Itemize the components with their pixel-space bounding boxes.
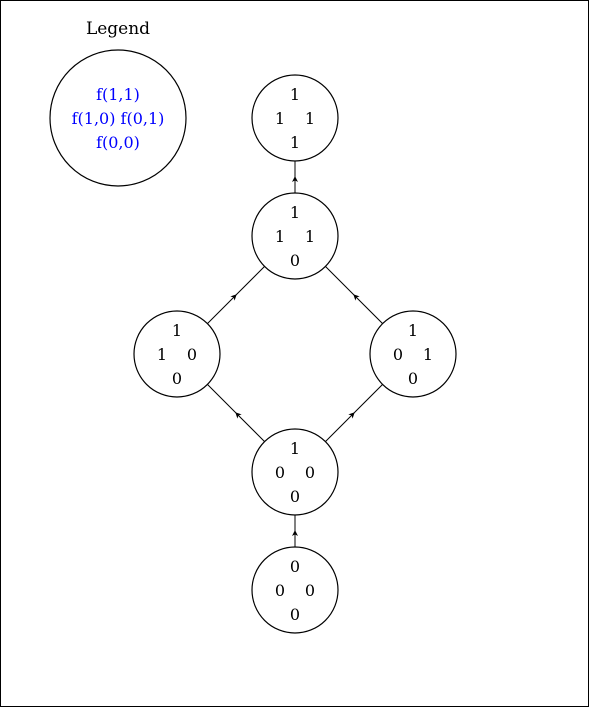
edge-n1010-n1110 <box>325 266 383 324</box>
node-circle <box>369 310 457 398</box>
edge-line <box>235 266 265 296</box>
node-value-top: 0 <box>290 557 300 576</box>
node-value-bottom: 1 <box>290 133 300 152</box>
node-value-left: 1 <box>275 109 285 128</box>
node-circle <box>251 546 339 634</box>
edge-line <box>207 384 237 414</box>
node-value-left: 0 <box>275 463 285 482</box>
node-circle <box>251 192 339 280</box>
node-value-right: 1 <box>305 109 315 128</box>
node-value-top: 1 <box>290 439 300 458</box>
edge-line <box>353 384 383 414</box>
node-circle <box>251 428 339 516</box>
legend-title: Legend <box>86 19 150 39</box>
node-value-right: 0 <box>305 463 315 482</box>
node-value-bottom: 0 <box>408 369 418 388</box>
legend-line-top: f(1,1) <box>96 85 140 104</box>
node-circle <box>133 310 221 398</box>
edge-arrow <box>207 294 237 324</box>
legend-line-middle: f(1,0) f(0,1) <box>72 109 165 128</box>
node-value-right: 1 <box>305 227 315 246</box>
legend-line-bottom: f(0,0) <box>96 133 140 152</box>
node-value-left: 0 <box>393 345 403 364</box>
edge-n1000-n1100 <box>207 384 265 442</box>
edge-line <box>325 266 355 296</box>
legend-node: f(1,1) f(1,0) f(0,1) f(0,0) <box>49 49 187 187</box>
node-value-bottom: 0 <box>290 605 300 624</box>
node-circle <box>251 74 339 162</box>
edge-n1100-n1110 <box>207 266 265 324</box>
node-value-top: 1 <box>172 321 182 340</box>
node-value-bottom: 0 <box>172 369 182 388</box>
node-value-right: 1 <box>423 345 433 364</box>
node-value-right: 0 <box>305 581 315 600</box>
node-value-bottom: 0 <box>290 487 300 506</box>
node-value-top: 1 <box>290 85 300 104</box>
edge-arrow <box>353 294 383 324</box>
edges <box>207 161 383 547</box>
node-value-left: 1 <box>157 345 167 364</box>
edge-arrow <box>325 412 355 442</box>
node-value-left: 0 <box>275 581 285 600</box>
node-value-top: 1 <box>408 321 418 340</box>
node-value-left: 1 <box>275 227 285 246</box>
edge-arrow <box>235 412 265 442</box>
node-value-top: 1 <box>290 203 300 222</box>
edge-n1000-n1010 <box>325 384 383 442</box>
node-value-right: 0 <box>187 345 197 364</box>
node-value-bottom: 0 <box>290 251 300 270</box>
legend-circle <box>49 49 187 187</box>
